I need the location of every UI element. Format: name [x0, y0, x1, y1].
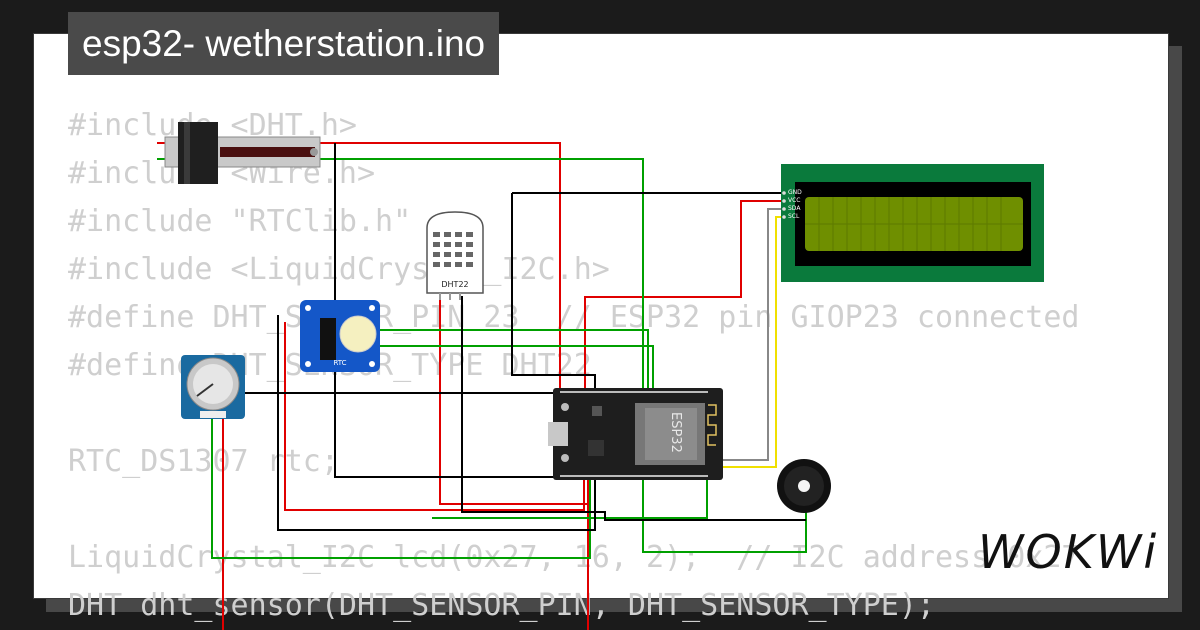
buzzer[interactable]	[777, 459, 831, 513]
esp32-board[interactable]: ESP32	[548, 388, 723, 480]
lcd-pin-label: SCL	[788, 213, 800, 220]
esp32-pins	[560, 391, 708, 477]
esp32-label: ESP32	[668, 412, 683, 453]
lcd-pin-label: GND	[788, 189, 802, 196]
project-title: esp32- wetherstation.ino	[68, 12, 500, 75]
wire-yellow[interactable]	[700, 216, 785, 468]
antenna-trace	[707, 404, 717, 446]
wire-red[interactable]	[584, 200, 785, 392]
wire-black[interactable]	[461, 296, 806, 521]
code-line: #define DHT_SENSOR_PIN 23 // ESP32 pin G…	[68, 300, 1080, 335]
code-line: #include <LiquidCrystal_I2C.h>	[68, 252, 610, 287]
dht-label: DHT22	[441, 280, 468, 289]
wire-green[interactable]	[318, 345, 654, 392]
project-canvas: #include <DHT.h>#include <Wire.h>#includ…	[33, 33, 1169, 623]
wire-black[interactable]	[511, 193, 596, 392]
wokwi-logo: WOKWi	[978, 525, 1159, 579]
wire-green[interactable]	[318, 329, 649, 392]
code-line: DHT dht_sensor(DHT_SENSOR_PIN, DHT_SENSO…	[68, 588, 935, 623]
wires	[157, 142, 807, 630]
lcd-pin-label: SDA	[788, 205, 801, 212]
lcd-pin-label: VCC	[788, 197, 800, 204]
code-line: #include "RTClib.h"	[68, 204, 412, 239]
wire-green[interactable]	[157, 158, 807, 553]
wire-gray[interactable]	[690, 208, 785, 461]
slide-potentiometer[interactable]	[164, 122, 321, 184]
wire-black[interactable]	[334, 143, 585, 478]
dht22-sensor[interactable]: DHT22	[426, 211, 484, 300]
wire-black[interactable]	[277, 315, 596, 531]
lcd-display[interactable]: GND VCC SDA SCL	[781, 164, 1044, 282]
wire-green[interactable]	[211, 408, 591, 559]
rtc-module[interactable]: RTC	[300, 300, 380, 372]
rtc-label: RTC	[333, 359, 346, 367]
lcd-char-grid	[805, 197, 1023, 251]
code-line: LiquidCrystal_I2C lcd(0x27, 16, 2); // I…	[68, 540, 1080, 575]
wire-black[interactable]	[208, 392, 587, 394]
rotary-potentiometer[interactable]	[181, 355, 245, 419]
wire-green[interactable]	[432, 478, 708, 519]
wire-red[interactable]	[284, 322, 585, 511]
